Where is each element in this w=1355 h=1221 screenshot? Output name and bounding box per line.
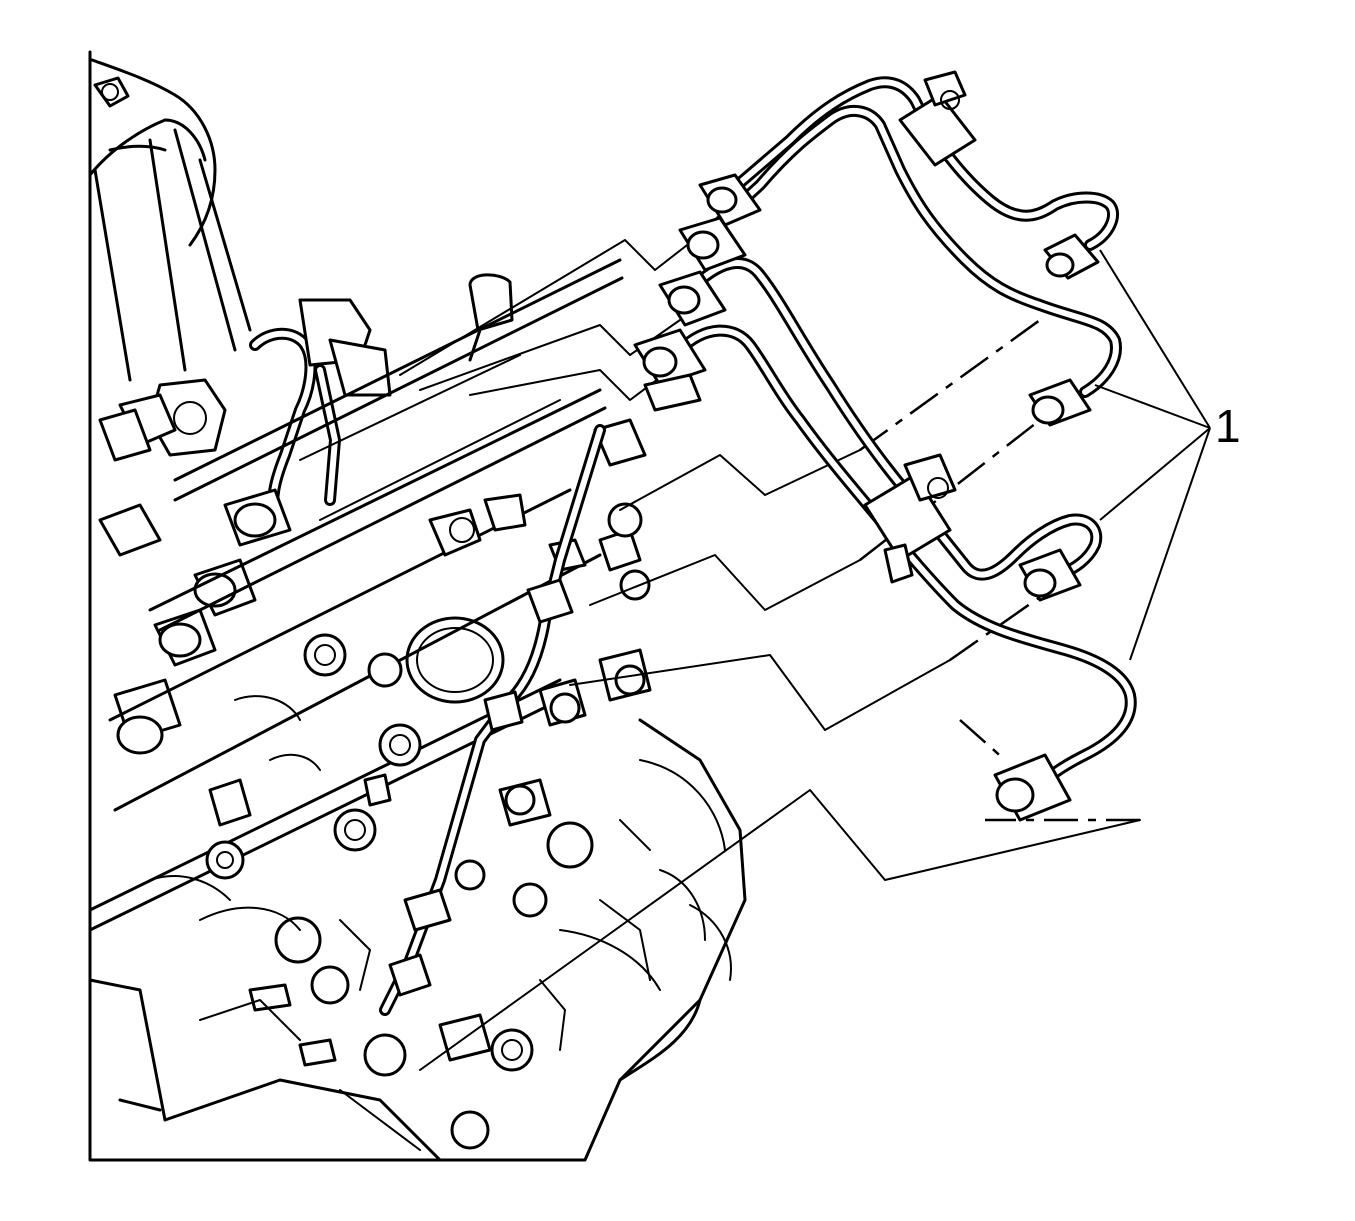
fuel-injection-pipes [633, 70, 1137, 822]
center-lines [859, 318, 1140, 822]
callout-label-1: 1 [1215, 400, 1241, 452]
pump-side-fittings [633, 173, 762, 412]
pipe-clamp-upper [898, 70, 977, 167]
right-bank-injectors [438, 418, 652, 1062]
left-harness [118, 273, 514, 526]
left-bank-injectors [98, 408, 292, 755]
engine-assembly [88, 50, 747, 1162]
cylinder-head [88, 493, 726, 1150]
lower-engine [163, 904, 732, 1162]
pipe-clamp-lower [863, 453, 957, 584]
break-lines [399, 234, 1141, 1071]
center-harness [379, 424, 606, 1016]
callout-leaders [1094, 249, 1211, 661]
injector-side-fittings [993, 233, 1100, 822]
fuel-pump-housing [88, 58, 252, 382]
